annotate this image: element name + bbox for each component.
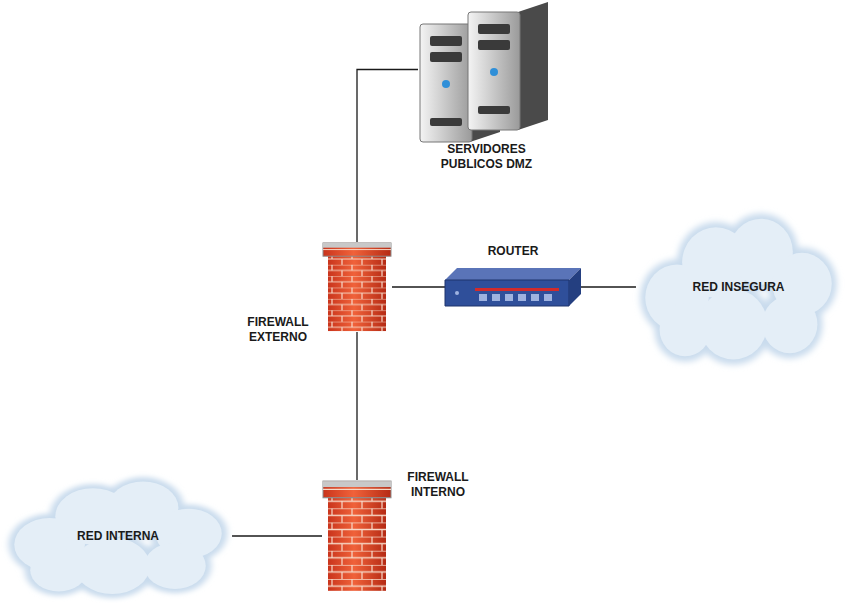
firewall-icon <box>322 480 392 592</box>
device-label: FIREWALL EXTERNO <box>238 315 318 345</box>
device-label: SERVIDORES PUBLICOS DMZ <box>428 142 545 172</box>
network-cloud: RED INTERNA <box>4 472 232 600</box>
network-link <box>357 70 418 243</box>
network-link <box>581 286 636 287</box>
firewall-node: FIREWALL INTERNO <box>322 480 392 592</box>
server-icon <box>418 2 555 137</box>
server-node: SERVIDORES PUBLICOS DMZ <box>418 2 555 137</box>
network-cloud: RED INSEGURA <box>636 207 841 367</box>
network-label: RED INTERNA <box>24 529 212 544</box>
router-node: ROUTER <box>445 264 581 310</box>
device-label: FIREWALL INTERNO <box>398 470 478 500</box>
network-link <box>392 286 445 287</box>
router-icon <box>445 264 581 310</box>
network-label: RED INSEGURA <box>656 280 821 295</box>
network-link <box>232 535 322 536</box>
firewall-icon <box>322 242 392 332</box>
device-label: ROUTER <box>473 244 553 259</box>
network-link <box>356 332 357 480</box>
firewall-node: FIREWALL EXTERNO <box>322 242 392 332</box>
